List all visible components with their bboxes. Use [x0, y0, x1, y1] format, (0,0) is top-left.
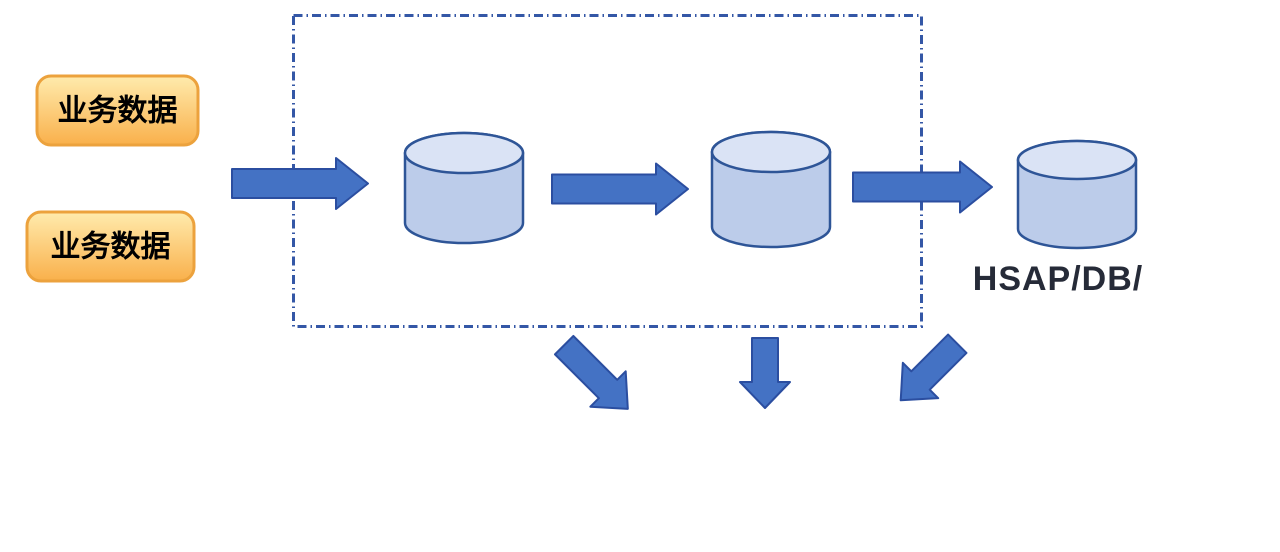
- business-data-box-bg: [35, 74, 200, 147]
- database-cylinder-icon-3: [1016, 139, 1138, 250]
- cylinder-top: [403, 131, 525, 175]
- flow-arrow-right-icon-1: [231, 157, 369, 210]
- business-data-label: 业务数据: [58, 95, 178, 128]
- business-data-label: 业务数据: [51, 231, 171, 264]
- cylinder-top: [710, 130, 832, 174]
- cylinder-top: [1016, 139, 1138, 181]
- output-arrow-down-right-icon: [553, 334, 629, 410]
- database-cylinder-icon-1: [403, 131, 525, 245]
- flow-arrow-right-icon-3: [852, 160, 993, 214]
- output-arrow-down-icon: [739, 337, 791, 409]
- database-cylinder-icon-2: [710, 130, 832, 249]
- business-data-box-2: 业务数据: [25, 210, 196, 283]
- business-data-box-bg: [25, 210, 196, 283]
- flow-arrow-right-icon-2: [551, 162, 689, 216]
- output-arrow-down-left-icon: [899, 333, 968, 402]
- business-data-box-1: 业务数据: [35, 74, 200, 147]
- db-caption-label: HSAP/DB/: [973, 260, 1143, 298]
